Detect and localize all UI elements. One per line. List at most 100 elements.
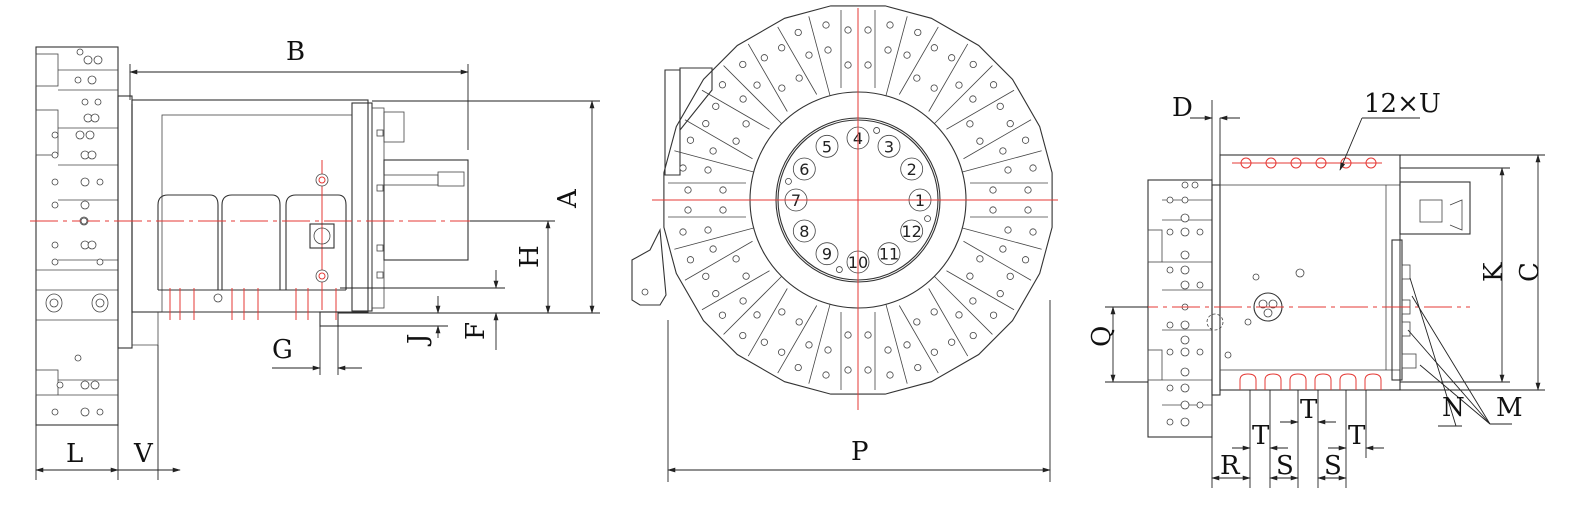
dim-label-s-2: S: [1324, 451, 1342, 481]
bolt-hole: [996, 102, 1004, 110]
station-rail: [963, 240, 1032, 281]
station-number-6: 6: [799, 160, 809, 179]
bolt-hole: [686, 136, 695, 144]
bolt-hole: [718, 311, 727, 319]
dim-label-t-1: T: [1252, 421, 1270, 451]
bolt-hole: [794, 363, 802, 372]
station-divider: [962, 227, 1042, 250]
index-dot: [835, 266, 843, 273]
dim-label-p: P: [851, 437, 869, 467]
dim-label-a: A: [553, 188, 583, 209]
bolt-hole: [864, 61, 872, 69]
bolt-hole: [709, 147, 717, 155]
dim-label-t-2: T: [1300, 395, 1318, 425]
dim-label-s-1: S: [1276, 451, 1294, 481]
bolt-hole: [778, 348, 786, 356]
bolt-hole: [903, 51, 911, 59]
tool-slot: [1239, 373, 1257, 390]
bolt-hole: [739, 60, 747, 69]
bolt-hole: [1021, 136, 1030, 144]
station-divider: [962, 150, 1042, 173]
bolt-hole: [966, 272, 974, 280]
tool-slot: [1364, 373, 1382, 390]
bolt-hole: [969, 60, 977, 69]
bolt-hole: [884, 46, 892, 54]
bolt-hole: [930, 84, 938, 92]
bolt-hole: [989, 206, 997, 214]
bolt-hole: [955, 311, 963, 319]
station-number-5: 5: [822, 137, 832, 156]
bolt-hole: [1029, 228, 1037, 236]
bolt-hole: [795, 318, 803, 326]
dim-label-q: Q: [1087, 326, 1117, 347]
bolt-hole: [718, 81, 727, 89]
bolt-hole: [742, 272, 750, 280]
bolt-hole: [739, 297, 747, 305]
tool-slot: [1264, 373, 1282, 390]
bolt-hole: [702, 120, 710, 128]
bolt-hole: [864, 366, 872, 374]
station-number-11: 11: [879, 245, 899, 264]
bolt-hole: [686, 256, 695, 264]
bolt-hole: [739, 331, 747, 340]
station-number-ring: [900, 157, 924, 181]
dim-label-u: 12×U: [1364, 89, 1441, 119]
bolt-hole: [1029, 164, 1037, 172]
station-rail: [898, 305, 939, 374]
tool-slot: [1314, 373, 1332, 390]
dim-label-m: M: [1496, 393, 1523, 423]
bolt-hole: [760, 54, 768, 62]
station-number-2: 2: [907, 160, 917, 179]
bolt-hole: [996, 290, 1004, 298]
bolt-hole: [1004, 226, 1012, 234]
bolt-hole: [732, 255, 740, 263]
bolt-hole: [966, 120, 974, 128]
bolt-hole: [778, 308, 786, 316]
bolt-hole: [1006, 120, 1014, 128]
bolt-hole: [824, 46, 832, 54]
bolt-hole: [844, 26, 852, 34]
station-divider: [934, 276, 993, 335]
bolt-hole: [778, 84, 786, 92]
bolt-hole: [1021, 256, 1030, 264]
turret-front-dimensions: P: [667, 300, 1051, 482]
bolt-hole: [844, 331, 852, 339]
bolt-hole: [886, 21, 894, 29]
bolt-hole: [805, 51, 813, 59]
bolt-hole: [989, 81, 998, 89]
plan-view-dimensions: D 12×U K C Q N M R S S T T T: [1087, 89, 1545, 488]
tool-slot: [1289, 373, 1307, 390]
dim-label-b: B: [286, 37, 305, 67]
station-number-3: 3: [884, 137, 894, 156]
bolt-hole: [955, 81, 963, 89]
station-rail: [777, 26, 818, 95]
station-number-ring: [792, 157, 816, 181]
index-dot: [785, 177, 792, 185]
station-number-12: 12: [902, 222, 922, 241]
bolt-hole: [822, 371, 830, 379]
dim-label-n: N: [1442, 393, 1465, 423]
bolt-hole: [976, 137, 984, 145]
bolt-hole: [999, 147, 1007, 155]
bolt-hole: [913, 74, 921, 82]
bolt-hole: [719, 206, 727, 214]
dim-label-f: F: [461, 322, 491, 340]
bolt-hole: [805, 341, 813, 349]
station-rail: [963, 119, 1032, 160]
station-rail: [701, 89, 770, 130]
bolt-hole: [1024, 186, 1032, 194]
dim-label-c: C: [1515, 262, 1545, 282]
station-number-ring: [815, 242, 839, 266]
bolt-hole: [999, 245, 1007, 253]
bolt-hole: [948, 54, 956, 62]
bolt-hole: [712, 102, 720, 110]
bolt-hole: [930, 308, 938, 316]
dim-label-j: J: [403, 334, 433, 347]
bolt-hole: [914, 363, 922, 372]
dim-label-d: D: [1172, 93, 1193, 123]
bolt-hole: [948, 338, 956, 346]
bolt-hole: [732, 137, 740, 145]
dim-label-k: K: [1479, 262, 1509, 282]
